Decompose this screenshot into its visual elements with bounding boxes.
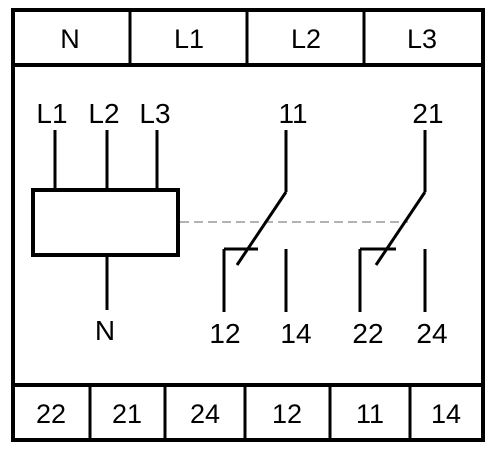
coil-neutral-label: N (95, 315, 115, 346)
relay-coil (31, 188, 180, 257)
coil-input-label-l3: L3 (139, 98, 170, 129)
contact1-switch-blade (235, 191, 288, 266)
coil-input-label-l1: L1 (36, 98, 67, 129)
contact2-no-label: 24 (416, 318, 447, 349)
bottom-terminal-11: 11 (356, 399, 384, 429)
contact1-no-label: 14 (280, 318, 311, 349)
bottom-terminal-21: 21 (112, 399, 142, 429)
coil-input-label-l2: L2 (88, 98, 119, 129)
bottom-terminal-14: 14 (431, 399, 461, 429)
contact1-common-label: 11 (278, 98, 307, 129)
bottom-terminal-22: 22 (36, 399, 66, 429)
contact2-nc-label: 22 (352, 318, 383, 349)
contact2-switch-blade (374, 191, 427, 266)
contact1-nc-label: 12 (209, 318, 240, 349)
top-terminal-l1: L1 (174, 24, 204, 54)
top-terminal-n: N (60, 24, 80, 54)
device-housing (11, 8, 485, 442)
bottom-terminal-24: 24 (190, 399, 220, 429)
contact2-common-label: 21 (412, 98, 443, 129)
bottom-terminal-12: 12 (272, 399, 302, 429)
top-terminal-l3: L3 (407, 24, 437, 54)
top-terminal-l2: L2 (291, 24, 321, 54)
